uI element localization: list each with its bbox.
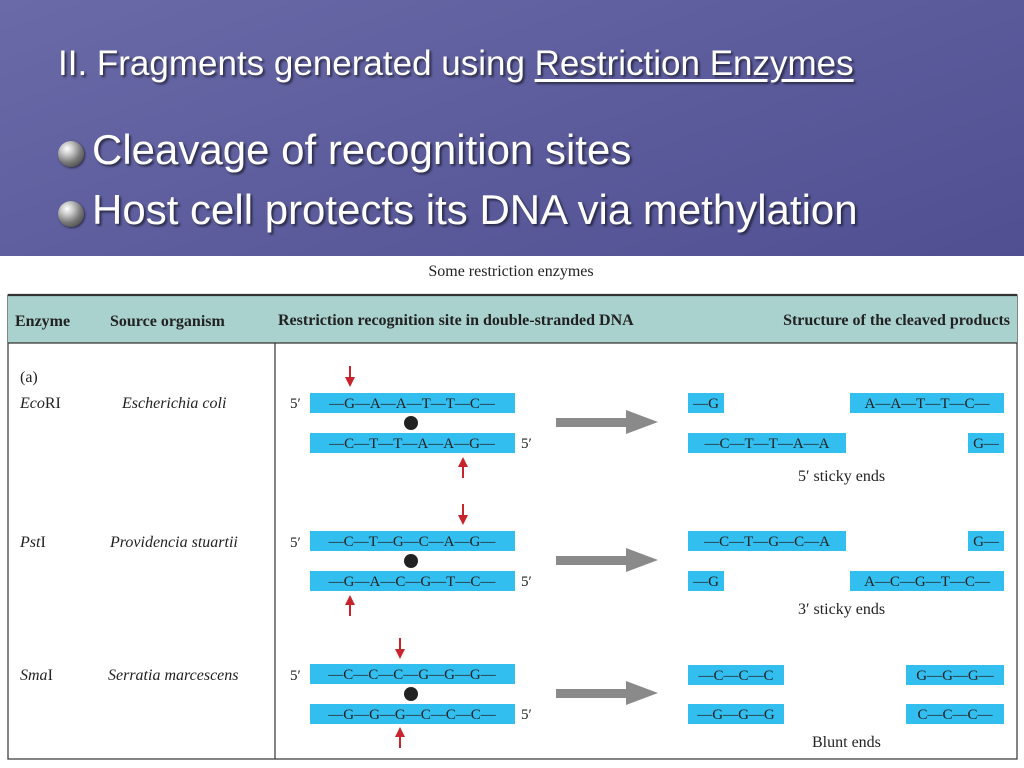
methylation-dot (404, 687, 418, 701)
dna-strand-bottom (310, 704, 515, 724)
product-fragment (688, 704, 784, 724)
slide-title: II. Fragments generated using Restrictio… (58, 44, 854, 84)
product-fragment (968, 433, 1004, 453)
bullet-sphere-icon (58, 201, 84, 227)
strand-sequence: —C—C—C—G—G—G— (327, 667, 497, 683)
source-organism: Escherichia coli (121, 395, 226, 412)
prime-label: 5′ (290, 668, 301, 684)
product-sequence: G— (973, 436, 1000, 452)
product-sequence: G—G—G— (916, 668, 994, 684)
table-row-smai: SmaI Serratia marcescens 5′ —C—C—C—G—G—G… (20, 638, 1004, 751)
slide-title-prefix: II. Fragments generated using (58, 44, 535, 83)
product-sequence: —C—T—T—A—A (704, 436, 830, 452)
header-products: Structure of the cleaved products (783, 312, 1010, 329)
enzyme-name: PstI (19, 534, 46, 551)
product-sequence: —C—T—G—C—A (703, 534, 830, 550)
methylation-dot (404, 416, 418, 430)
prime-label: 5′ (290, 535, 301, 551)
slide-title-link: Restriction Enzymes (534, 44, 854, 83)
table-frame (7, 294, 1018, 760)
product-fragment (906, 704, 1004, 724)
strand-sequence: —G—G—G—C—C—C— (327, 707, 497, 723)
bullet-text: Cleavage of recognition sites (92, 126, 632, 173)
header-source: Source organism (110, 313, 225, 330)
table-row-ecori: EcoRI Escherichia coli 5′ —G—A—A—T—T—C— … (19, 366, 1004, 485)
prime-label: 5′ (521, 707, 532, 723)
big-arrow-icon (556, 410, 658, 434)
table-header-band (8, 295, 1017, 343)
product-fragment (688, 531, 846, 551)
end-type-label: 5′ sticky ends (798, 468, 885, 485)
dna-strand-bottom (310, 571, 515, 591)
prime-label: 5′ (521, 436, 532, 452)
product-fragment (688, 571, 724, 591)
strand-sequence: —C—T—G—C—A—G— (328, 534, 497, 550)
restriction-enzyme-figure: Some restriction enzymes Enzyme Source o… (0, 256, 1024, 768)
product-sequence: —G—G—G (696, 707, 775, 723)
enzyme-name: EcoRI (19, 395, 61, 412)
end-type-label: Blunt ends (812, 734, 881, 751)
product-fragment (850, 393, 1004, 413)
product-sequence: A—C—G—T—C— (864, 574, 991, 590)
product-sequence: —G (692, 574, 719, 590)
section-label: (a) (20, 369, 38, 386)
product-sequence: C—C—C— (917, 707, 993, 723)
big-arrow-icon (556, 548, 658, 572)
product-fragment (688, 433, 846, 453)
source-organism: Providencia stuartii (109, 534, 238, 551)
dna-strand-top (310, 531, 515, 551)
figure-caption: Some restriction enzymes (428, 263, 593, 280)
end-type-label: 3′ sticky ends (798, 601, 885, 618)
restriction-enzyme-table: Some restriction enzymes Enzyme Source o… (7, 263, 1018, 760)
bullet-sphere-icon (58, 141, 84, 167)
header-enzyme: Enzyme (15, 313, 70, 330)
strand-sequence: —C—T—T—A—A—G— (328, 436, 496, 452)
methylation-dot (404, 554, 418, 568)
prime-label: 5′ (521, 574, 532, 590)
strand-sequence: —G—A—A—T—T—C— (328, 396, 496, 412)
big-arrow-icon (556, 681, 658, 705)
bullet-text: Host cell protects its DNA via methylati… (92, 186, 858, 233)
dna-strand-bottom (310, 433, 515, 453)
header-site: Restriction recognition site in double-s… (278, 312, 634, 329)
dna-strand-top (310, 664, 515, 684)
product-fragment (850, 571, 1004, 591)
product-sequence: —G (692, 396, 719, 412)
prime-label: 5′ (290, 396, 301, 412)
product-fragment (688, 665, 784, 685)
strand-sequence: —G—A—C—G—T—C— (328, 574, 497, 590)
product-sequence: G— (973, 534, 1000, 550)
product-fragment (906, 665, 1004, 685)
product-fragment (968, 531, 1004, 551)
enzyme-name: SmaI (20, 667, 53, 684)
product-fragment (688, 393, 724, 413)
table-row-psti: PstI Providencia stuartii 5′ —C—T—G—C—A—… (19, 504, 1004, 618)
source-organism: Serratia marcescens (108, 667, 239, 684)
product-sequence: A—A—T—T—C— (865, 396, 991, 412)
dna-strand-top (310, 393, 515, 413)
product-sequence: —C—C—C (697, 668, 773, 684)
